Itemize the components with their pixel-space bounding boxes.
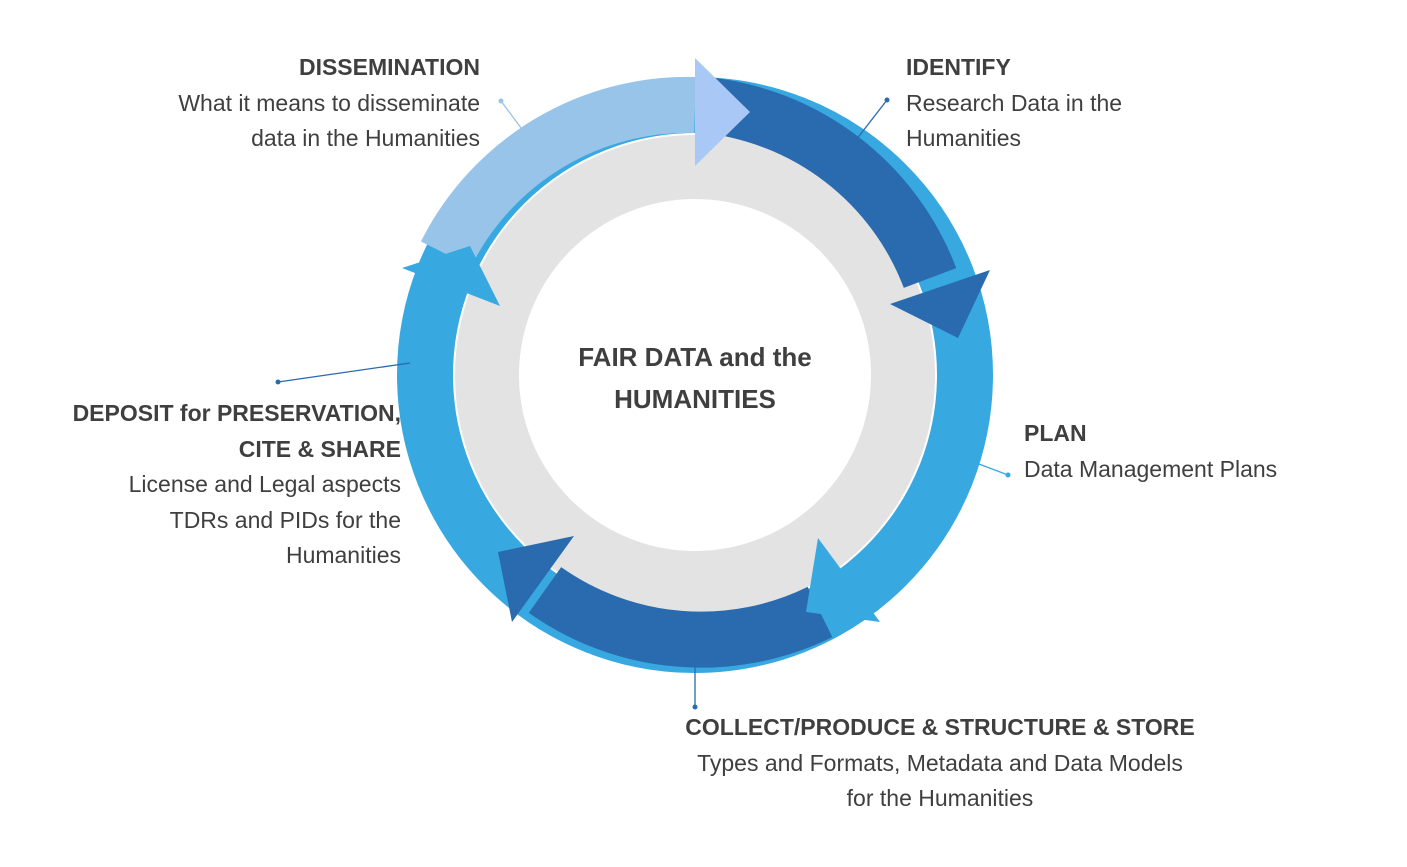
- connector-deposit: [277, 362, 411, 383]
- stage-deposit: DEPOSIT for PRESERVATION, CITE & SHARE L…: [20, 396, 401, 574]
- connector-plan: [962, 457, 1009, 476]
- center-title: FAIR DATA and the HUMANITIES: [545, 336, 845, 420]
- stage-identify-line-2: Humanities: [906, 125, 1022, 151]
- arrow-deposit: [498, 536, 574, 622]
- arrow-collect: [806, 538, 880, 622]
- center-line-1: FAIR DATA and the: [578, 342, 812, 372]
- stage-identify-line-1: Research Data in the: [906, 89, 1123, 116]
- stage-identify-title: IDENTIFY: [906, 54, 1011, 80]
- stage-deposit-line-1: License and Legal aspects: [128, 471, 401, 497]
- arrow-dissemination: [402, 246, 500, 306]
- connector-dissemination: [500, 100, 531, 141]
- connector-identify: [855, 99, 888, 141]
- stage-dissemination-line-2: data in the Humanities: [251, 125, 480, 151]
- stage-deposit-line-3: Humanities: [285, 542, 401, 568]
- stage-collect: COLLECT/PRODUCE & STRUCTURE & STORE Type…: [640, 710, 1240, 817]
- stage-collect-line-2: for the Humanities: [846, 785, 1034, 811]
- arrow-plan: [890, 270, 990, 338]
- stage-dissemination-line-1: What it means to disseminate: [178, 89, 480, 116]
- stage-deposit-title-2: CITE & SHARE: [238, 435, 401, 462]
- stage-collect-line-1: Types and Formats, Metadata and Data Mod…: [697, 749, 1183, 776]
- stage-plan-line-1: Data Management Plans: [1024, 455, 1278, 482]
- connectors: [275, 97, 1011, 710]
- arc-dissemination: [420, 76, 696, 267]
- stage-dissemination-title: DISSEMINATION: [298, 54, 480, 80]
- stage-identify: IDENTIFY Research Data in the Humanities: [906, 50, 1122, 157]
- inner-ring: [455, 135, 935, 615]
- stage-collect-title: COLLECT/PRODUCE & STRUCTURE & STORE: [685, 714, 1195, 740]
- center-line-2: HUMANITIES: [614, 384, 776, 414]
- arrow-identify: [695, 58, 750, 166]
- stage-plan: PLAN Data Management Plans: [1024, 416, 1277, 487]
- stage-deposit-title-1: DEPOSIT for PRESERVATION,: [72, 400, 401, 426]
- stage-deposit-line-2: TDRs and PIDs for the: [169, 506, 401, 533]
- arc-collect: [528, 566, 833, 668]
- stage-dissemination: DISSEMINATION What it means to dissemina…: [80, 50, 480, 157]
- stage-plan-title: PLAN: [1024, 420, 1087, 446]
